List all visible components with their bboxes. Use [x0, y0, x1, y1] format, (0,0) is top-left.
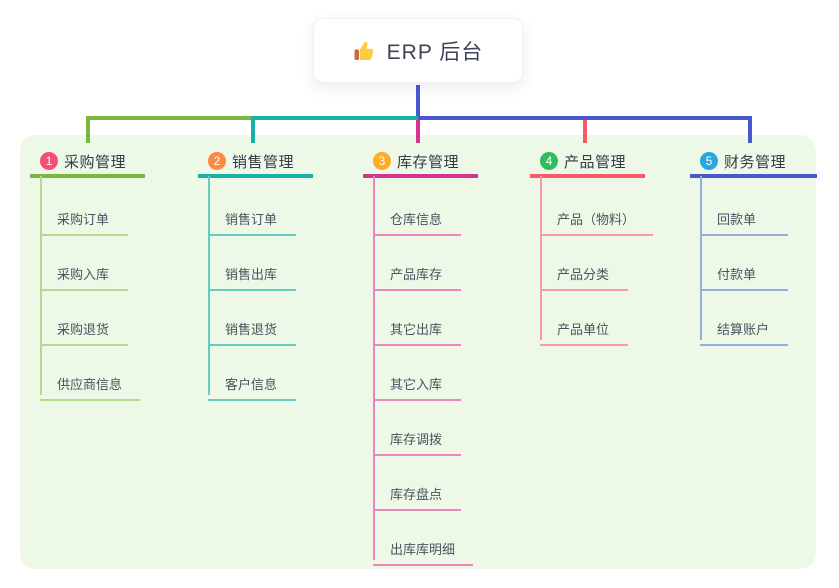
branch-number-badge: 4 [540, 152, 558, 170]
child-connector-line [373, 176, 375, 560]
child-connector-line [208, 176, 210, 395]
branches-panel [20, 135, 816, 569]
child-node[interactable]: 付款单 [700, 255, 788, 291]
child-node[interactable]: 回款单 [700, 200, 788, 236]
child-node[interactable]: 出库库明细 [373, 530, 474, 566]
branch-drop-line-2 [251, 116, 255, 143]
bus-segment-green [86, 116, 253, 120]
root-connector-line [416, 85, 420, 116]
branch-1: 1 采购管理采购订单采购入库采购退货供应商信息 [30, 148, 145, 401]
child-node[interactable]: 其它出库 [373, 310, 461, 346]
child-node[interactable]: 销售出库 [208, 255, 296, 291]
branch-drop-line-5 [748, 116, 752, 143]
child-connector-line [540, 176, 542, 340]
branch-number-badge: 1 [40, 152, 58, 170]
branch-2: 2 销售管理销售订单销售出库销售退货客户信息 [198, 148, 313, 401]
branch-header-5[interactable]: 5 财务管理 [690, 148, 817, 178]
branch-header-2[interactable]: 2 销售管理 [198, 148, 313, 178]
child-node[interactable]: 库存盘点 [373, 475, 461, 511]
branch-5: 5 财务管理回款单付款单结算账户 [690, 148, 817, 346]
child-node[interactable]: 产品分类 [540, 255, 628, 291]
branch-number-badge: 5 [700, 152, 718, 170]
branch-4: 4 产品管理产品（物料） 产品分类产品单位 [530, 148, 654, 346]
branch-header-4[interactable]: 4 产品管理 [530, 148, 645, 178]
child-node[interactable]: 仓库信息 [373, 200, 461, 236]
branch-number-badge: 3 [373, 152, 391, 170]
child-connector-line [700, 176, 702, 340]
child-node[interactable]: 销售退货 [208, 310, 296, 346]
child-node[interactable]: 采购订单 [40, 200, 128, 236]
thumbs-up-icon [353, 39, 377, 63]
branch-drop-line-3 [416, 120, 420, 143]
branch-drop-line-1 [86, 116, 90, 143]
child-node[interactable]: 产品（物料） [540, 200, 654, 236]
bus-segment-teal [253, 116, 418, 120]
child-node[interactable]: 客户信息 [208, 365, 296, 401]
branch-title: 财务管理 [724, 153, 787, 171]
child-node[interactable]: 库存调拨 [373, 420, 461, 456]
child-node[interactable]: 采购入库 [40, 255, 128, 291]
child-node[interactable]: 产品库存 [373, 255, 461, 291]
branch-3: 3 库存管理仓库信息产品库存其它出库其它入库库存调拨库存盘点出库库明细 [363, 148, 478, 566]
child-connector-line [40, 176, 42, 395]
branch-title: 产品管理 [564, 153, 627, 171]
branch-header-3[interactable]: 3 库存管理 [363, 148, 478, 178]
root-node[interactable]: ERP 后台 [313, 18, 523, 83]
branch-title: 销售管理 [232, 153, 295, 171]
root-title: ERP 后台 [386, 40, 484, 64]
child-node[interactable]: 结算账户 [700, 310, 788, 346]
bus-segment-blue [418, 116, 752, 120]
child-node[interactable]: 供应商信息 [40, 365, 141, 401]
branch-title: 采购管理 [64, 153, 127, 171]
child-node[interactable]: 其它入库 [373, 365, 461, 401]
branch-number-badge: 2 [208, 152, 226, 170]
branch-drop-line-4 [583, 120, 587, 143]
child-node[interactable]: 采购退货 [40, 310, 128, 346]
child-node[interactable]: 产品单位 [540, 310, 628, 346]
branch-header-1[interactable]: 1 采购管理 [30, 148, 145, 178]
child-node[interactable]: 销售订单 [208, 200, 296, 236]
branch-title: 库存管理 [397, 153, 460, 171]
